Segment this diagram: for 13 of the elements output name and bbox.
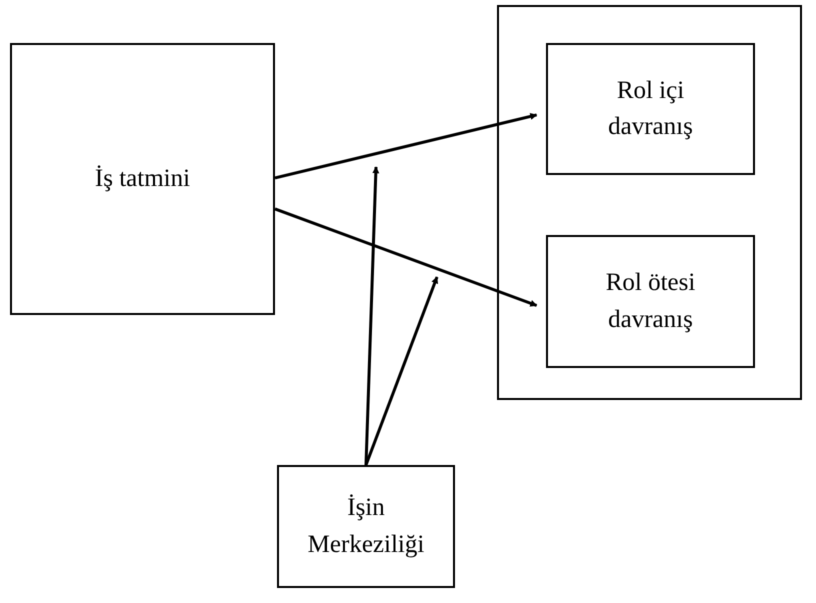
text-box (546, 43, 755, 175)
text-box (546, 235, 755, 368)
node-label: İş tatmini (94, 164, 190, 194)
arrow (364, 166, 380, 466)
arrow (364, 276, 438, 466)
arrow (274, 208, 538, 307)
group-box (497, 5, 802, 400)
node-label: İşin Merkeziliği (306, 493, 426, 560)
node-label: Rol içi davranış (607, 76, 694, 142)
arrow (274, 113, 538, 180)
node-label: Rol ötesi davranış (604, 268, 696, 334)
text-box (277, 465, 455, 588)
text-box (10, 43, 275, 315)
